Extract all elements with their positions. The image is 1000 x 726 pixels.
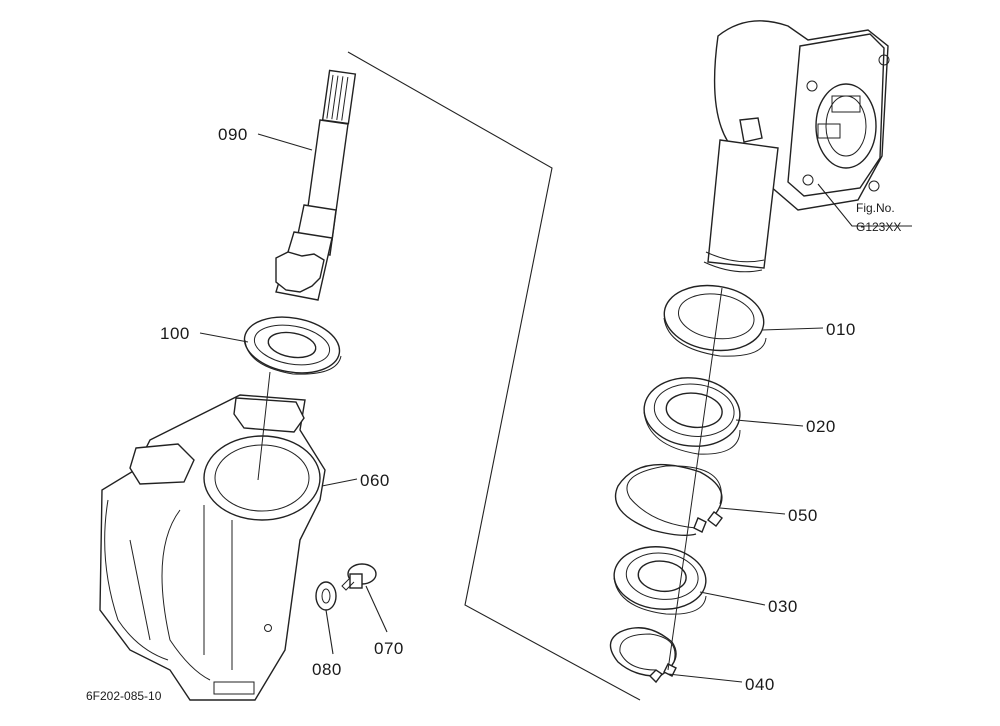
label-090: 090	[218, 125, 248, 144]
drawing-code: 6F202-085-10	[86, 689, 162, 703]
figure-code: G123XX	[856, 220, 901, 234]
ring-010	[663, 284, 767, 357]
shaft-090	[275, 69, 357, 301]
label-060: 060	[360, 471, 390, 490]
label-070: 070	[374, 639, 404, 658]
label-050: 050	[788, 506, 818, 525]
leader-090	[257, 133, 313, 151]
label-020: 020	[806, 417, 836, 436]
bearing-100	[243, 316, 342, 375]
leader-050	[719, 507, 786, 515]
leader-100	[199, 332, 249, 343]
housing-060	[99, 394, 326, 701]
leader-fig	[817, 183, 912, 227]
label-040: 040	[745, 675, 775, 694]
leader-030	[699, 591, 766, 606]
bearing-020	[643, 377, 741, 455]
leader-060	[321, 478, 358, 487]
bolt-070	[341, 563, 377, 591]
snapring-040	[609, 627, 677, 684]
leader-040	[667, 673, 743, 683]
bearing-030	[613, 546, 707, 615]
label-080: 080	[312, 660, 342, 679]
label-030: 030	[768, 597, 798, 616]
leader-010	[761, 327, 824, 331]
washer-080	[315, 581, 337, 611]
snapring-050	[614, 463, 723, 537]
label-100: 100	[160, 324, 190, 343]
assembly-boundary-line	[347, 51, 641, 701]
leader-080	[325, 609, 334, 655]
label-010: 010	[826, 320, 856, 339]
figure-no-label: Fig.No.	[856, 201, 895, 215]
flange-housing	[703, 20, 890, 273]
leader-020	[735, 419, 804, 427]
leader-070	[365, 585, 388, 633]
